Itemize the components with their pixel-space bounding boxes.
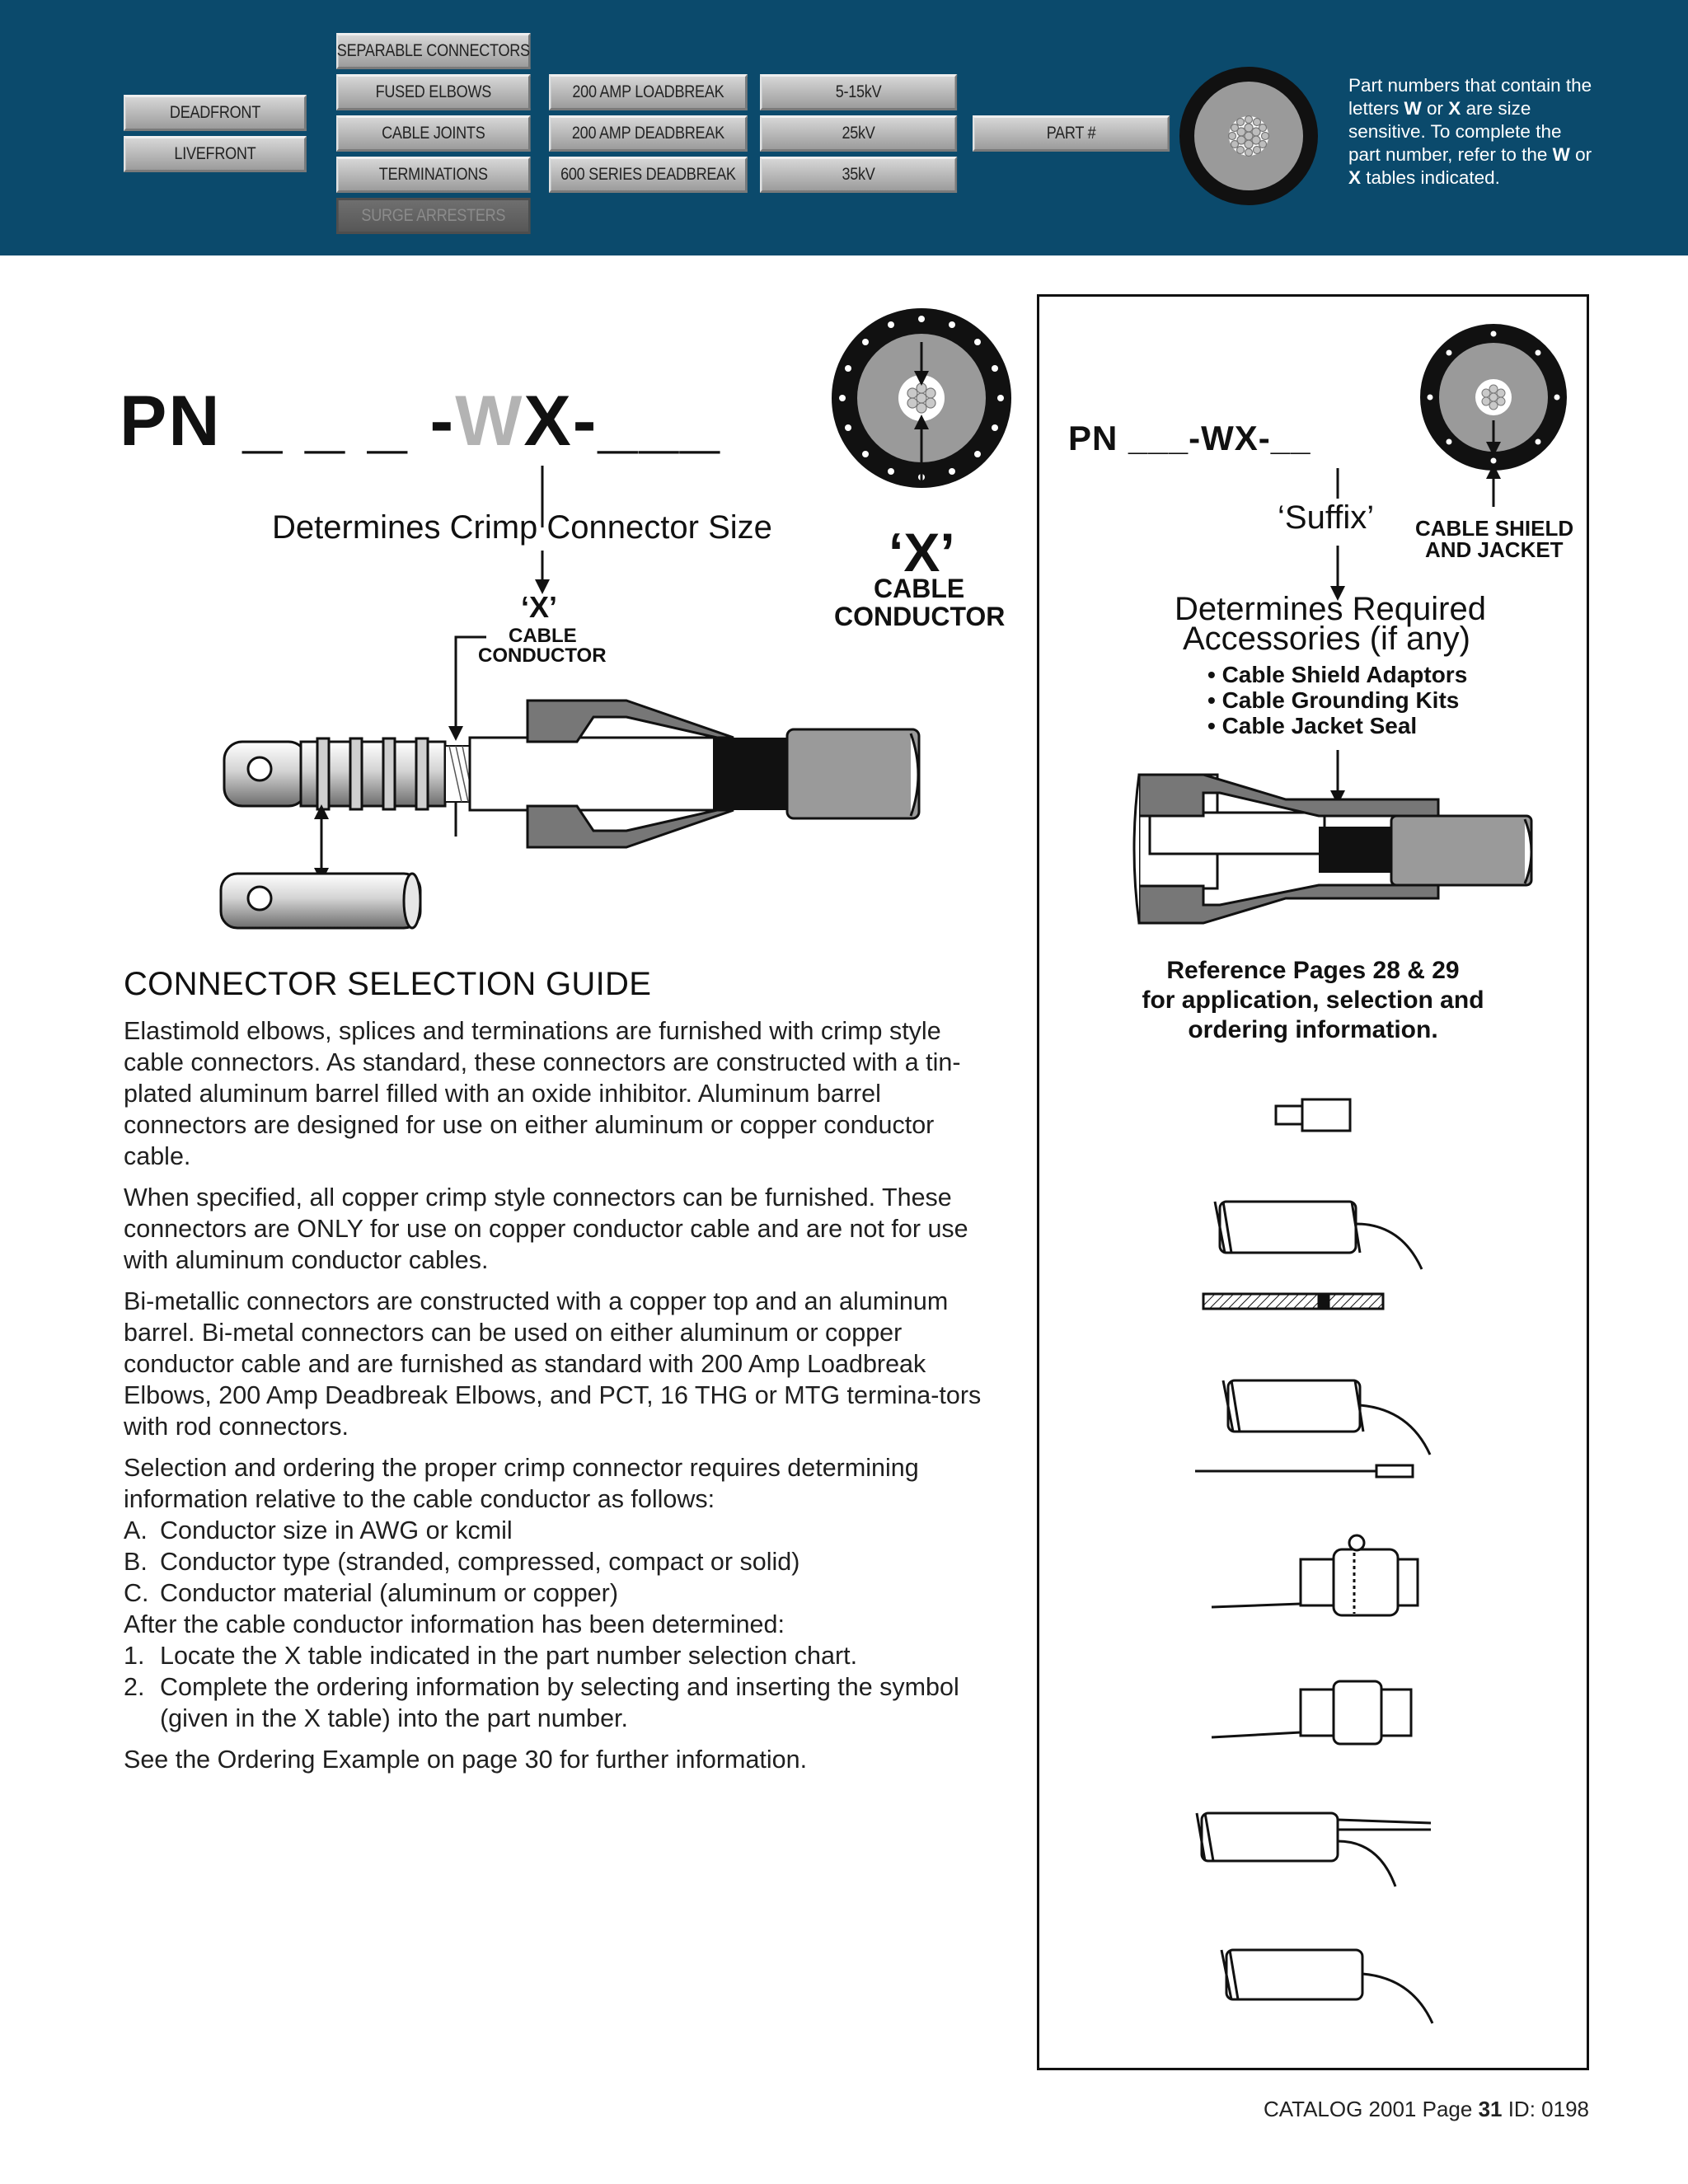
and-jacket-label: AND JACKET	[1425, 537, 1564, 562]
cable-cross-section-icon	[1179, 67, 1318, 205]
nav-separable-connectors[interactable]: SEPARABLE CONNECTORS	[336, 33, 531, 69]
suffix-label: ‘Suffix’	[1278, 499, 1375, 536]
guide-paragraph: After the cable conductor information ha…	[124, 1610, 785, 1638]
accessory-list: • Cable Shield Adaptors • Cable Groundin…	[1207, 662, 1467, 738]
selection-guide-body: Elastimold elbows, splices and terminati…	[124, 1015, 989, 1785]
list-item: • Cable Jacket Seal	[1207, 713, 1418, 738]
guide-paragraph: When specified, all copper crimp style c…	[124, 1183, 968, 1274]
guide-paragraph: Selection and ordering the proper crimp …	[124, 1454, 919, 1513]
nav-deadfront[interactable]: DEADFRONT	[124, 95, 307, 131]
nav-surge-arresters: SURGE ARRESTERS	[336, 198, 531, 234]
nav-5-15kv[interactable]: 5-15kV	[760, 74, 958, 110]
list-item: 2.Complete the ordering information by s…	[124, 1673, 959, 1732]
guide-paragraph: Elastimold elbows, splices and terminati…	[124, 1017, 961, 1170]
nav-25kv[interactable]: 25kV	[760, 115, 958, 152]
nav-terminations[interactable]: TERMINATIONS	[336, 157, 531, 193]
nav-fused-elbows[interactable]: FUSED ELBOWS	[336, 74, 531, 110]
x-label-small: ‘X’	[521, 590, 558, 624]
nav-200-amp-deadbreak[interactable]: 200 AMP DEADBREAK	[549, 115, 748, 152]
determines-required-label: Determines Required	[1175, 591, 1486, 627]
list-item: • Cable Grounding Kits	[1207, 687, 1460, 713]
conductor-label-small: CONDUCTOR	[478, 644, 607, 667]
list-item: • Cable Shield Adaptors	[1207, 662, 1468, 687]
selection-guide-title: CONNECTOR SELECTION GUIDE	[124, 966, 652, 1002]
nav-part-number[interactable]: PART #	[973, 115, 1170, 152]
cable-shield-label: CABLE SHIELD	[1415, 516, 1574, 541]
x-label-big: ‘X’	[889, 522, 955, 583]
list-item: 1.Locate the X table indicated in the pa…	[124, 1642, 858, 1670]
page-footer: CATALOG 2001 Page 31 ID: 0198	[1263, 2097, 1589, 2121]
reference-note: Reference Pages 28 & 29 for application,…	[1142, 957, 1484, 1043]
nav-livefront[interactable]: LIVEFRONT	[124, 136, 307, 172]
nav-cable-joints[interactable]: CABLE JOINTS	[336, 115, 531, 152]
list-item: A.Conductor size in AWG or kcmil	[124, 1516, 513, 1544]
cable-label-big: CABLE	[874, 574, 965, 603]
size-sensitive-note: Part numbers that contain the letters W …	[1348, 75, 1592, 188]
list-item: C.Conductor material (aluminum or copper…	[124, 1579, 618, 1607]
nav-600-series-deadbreak[interactable]: 600 SERIES DEADBREAK	[549, 157, 748, 193]
list-item: B.Conductor type (stranded, compressed, …	[124, 1548, 800, 1576]
nav-35kv[interactable]: 35kV	[760, 157, 958, 193]
conductor-label-big: CONDUCTOR	[834, 602, 1006, 631]
header-band: DEADFRONT LIVEFRONT SEPARABLE CONNECTORS…	[0, 0, 1688, 255]
suffix-part-number: PN ___-WX-__	[1068, 419, 1311, 457]
guide-paragraph: Bi-metallic connectors are constructed w…	[124, 1287, 982, 1441]
nav-200-amp-loadbreak[interactable]: 200 AMP LOADBREAK	[549, 74, 748, 110]
part-number-template: PN _ _ _ -WX-___	[120, 382, 721, 461]
guide-paragraph: See the Ordering Example on page 30 for …	[124, 1746, 808, 1774]
accessories-panel	[1037, 294, 1589, 2070]
determines-crimp-label: Determines Crimp Connector Size	[272, 509, 772, 546]
cable-label-small: CABLE	[509, 625, 577, 647]
accessories-if-any-label: Accessories (if any)	[1183, 621, 1470, 657]
